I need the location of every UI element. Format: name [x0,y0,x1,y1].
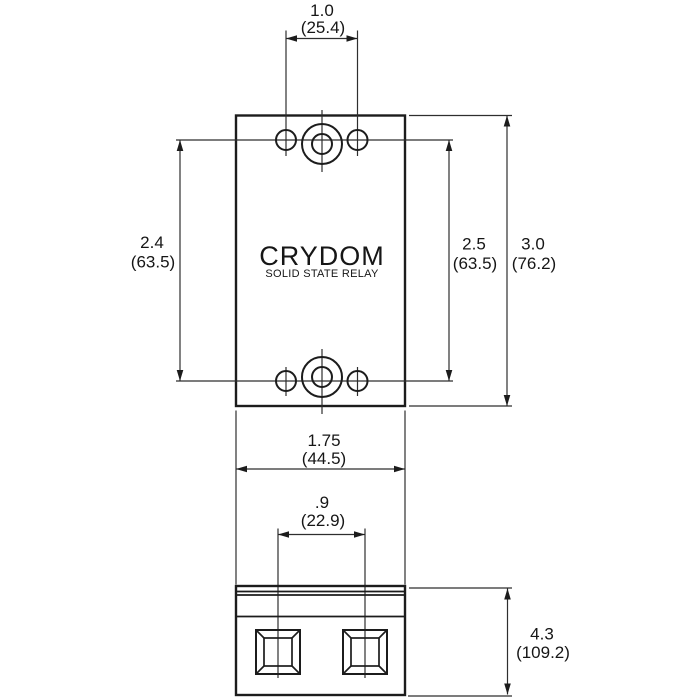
dim-top-hole-spacing: 1.0 (25.4) [286,1,358,42]
top-terminal-hole-right [346,129,369,151]
terminal-right-inner [350,637,380,667]
dim-body-width: 1.75 (44.5) [235,410,406,585]
dim-left-hole-span: 2.4 (63.5) [131,140,184,381]
dim-right-hole-span-inches: 2.5 [462,235,486,254]
terminal-right [342,629,388,675]
dim-terminal-spacing-inches: .9 [315,493,329,512]
brand-subtitle: SOLID STATE RELAY [265,268,379,280]
side-view [234,584,407,697]
terminal-left-inner [263,637,293,667]
bottom-terminal-hole-left [275,370,297,392]
bottom-mounting-hole-outer [301,356,343,398]
bottom-terminal-hole-right [346,370,369,392]
terminal-right-bevel-tl [342,629,352,639]
dim-right-hole-span-mm: (63.5) [453,254,497,273]
dim-left-hole-span-inches: 2.4 [140,233,164,252]
terminal-right-bevel-br [378,665,388,675]
terminal-left-bevel-br [291,665,301,675]
terminal-left-bevel-bl [255,665,265,675]
dim-overall-depth-mm: (109.2) [516,643,570,662]
dim-terminal-spacing: .9 (22.9) [277,493,366,678]
dim-body-width-inches: 1.75 [307,431,340,450]
brand-label: CRYDOM [259,241,385,271]
dim-overall-height: 3.0 (76.2) [409,114,556,407]
top-mounting-hole-outer [301,123,343,165]
terminal-left-bevel-tr [291,629,301,639]
terminal-left-bevel-tl [255,629,265,639]
top-terminal-hole-left [275,129,297,151]
dim-overall-height-mm: (76.2) [512,254,556,273]
terminal-left [255,629,301,675]
dim-left-hole-span-mm: (63.5) [131,253,175,272]
terminal-right-bevel-bl [342,665,352,675]
front-view: CRYDOM SOLID STATE RELAY [176,30,453,414]
dim-body-width-mm: (44.5) [302,449,346,468]
terminal-left-outer [255,629,301,675]
dim-overall-height-inches: 3.0 [521,235,545,254]
relay-body-outline [234,114,407,408]
dim-top-hole-spacing-mm: (25.4) [301,18,345,37]
dim-overall-depth-inches: 4.3 [530,625,554,644]
dim-terminal-spacing-mm: (22.9) [301,511,345,530]
dim-top-hole-spacing-inches: 1.0 [310,1,334,20]
terminal-right-outer [342,629,388,675]
bottom-mounting-hole-inner [311,366,333,388]
side-view-outline [234,584,407,697]
terminal-right-bevel-tr [378,629,388,639]
top-mounting-hole-inner [311,133,333,155]
dim-right-hole-span: 2.5 (63.5) [445,140,497,381]
dim-overall-depth: 4.3 (109.2) [408,587,570,697]
